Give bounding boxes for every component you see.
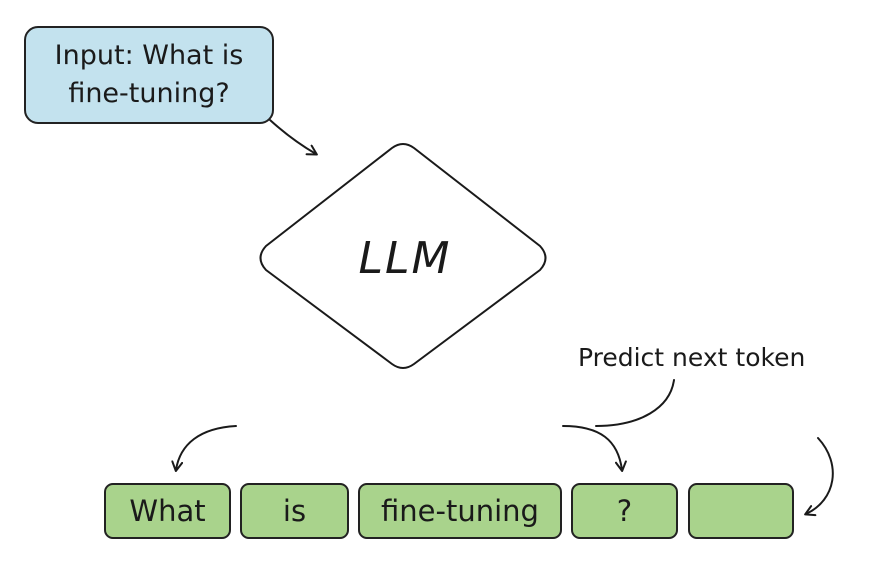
input-prompt-text: Input: What is fine-tuning?: [55, 37, 244, 113]
llm-label: LLM: [358, 232, 452, 284]
predict-next-token-label: Predict next token: [578, 343, 806, 372]
token-box-is: is: [240, 483, 349, 539]
next-token-arrow: [804, 437, 834, 517]
input-prompt-box: Input: What is fine-tuning?: [24, 26, 274, 124]
input-line-1: Input: What is: [54, 40, 244, 71]
token-box-question-mark: ?: [571, 483, 678, 539]
token-box-empty-next: [688, 483, 794, 539]
output-arrow-first-token: [171, 425, 237, 472]
token-box-what: What: [104, 483, 231, 539]
token-box-fine-tuning: fine-tuning: [358, 483, 562, 539]
llm-diamond: [259, 143, 547, 369]
input-line-2: fine-tuning?: [68, 78, 230, 109]
input-to-llm-arrow: [269, 119, 318, 156]
annotation-callout-line: [595, 379, 675, 427]
output-arrow-question-token: [562, 425, 627, 472]
